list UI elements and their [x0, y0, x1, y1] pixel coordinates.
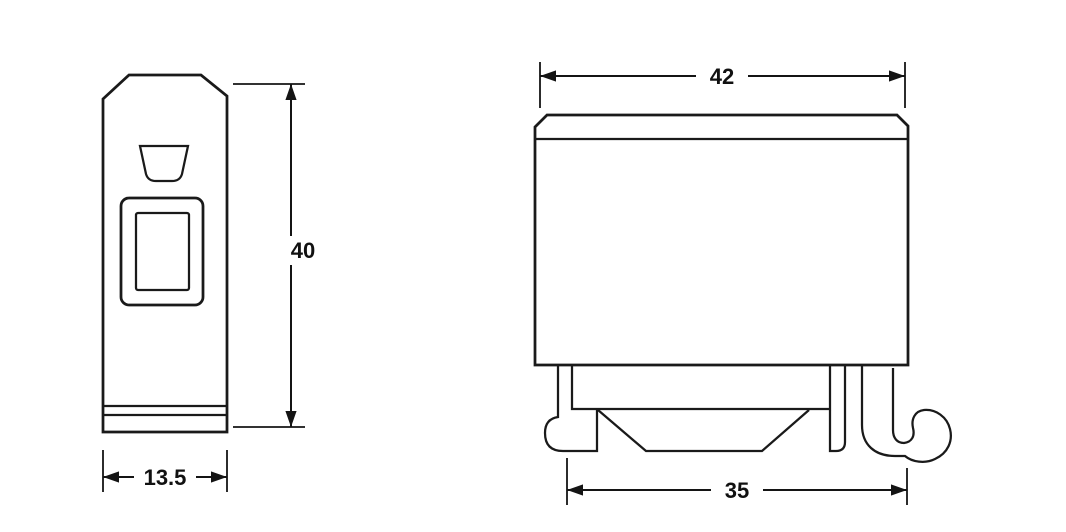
dimension-label-bg [696, 62, 748, 90]
dimension-rail-width: 35 [566, 458, 908, 505]
front-view-inner-legs-bridge [570, 365, 832, 411]
dimension-label-bg [281, 236, 325, 265]
front-view-body [533, 113, 910, 367]
dimension-label-front-width: 42 [710, 64, 734, 89]
dimension-label-rail-width: 35 [725, 478, 749, 503]
side-view-screw-funnel [138, 144, 190, 183]
front-view-center-trapezoid [597, 409, 810, 453]
dimension-label-side-height: 40 [291, 238, 315, 263]
front-view-left-foot [543, 365, 599, 453]
front-view-right-foot [828, 365, 847, 453]
dimension-label-bg [711, 476, 763, 504]
din-rail-hook [860, 365, 952, 463]
side-view-window-inner [134, 211, 191, 292]
dimension-side-height: 40 [233, 83, 325, 428]
side-view-outline [101, 73, 229, 434]
front-view [533, 113, 952, 463]
side-view-window-outer [119, 196, 205, 307]
dimension-label-side-width: 13.5 [144, 465, 187, 490]
side-view [101, 73, 229, 434]
dimension-front-width: 42 [539, 62, 906, 108]
dimension-label-bg [134, 463, 196, 490]
dimension-side-width: 13.5 [102, 450, 228, 492]
